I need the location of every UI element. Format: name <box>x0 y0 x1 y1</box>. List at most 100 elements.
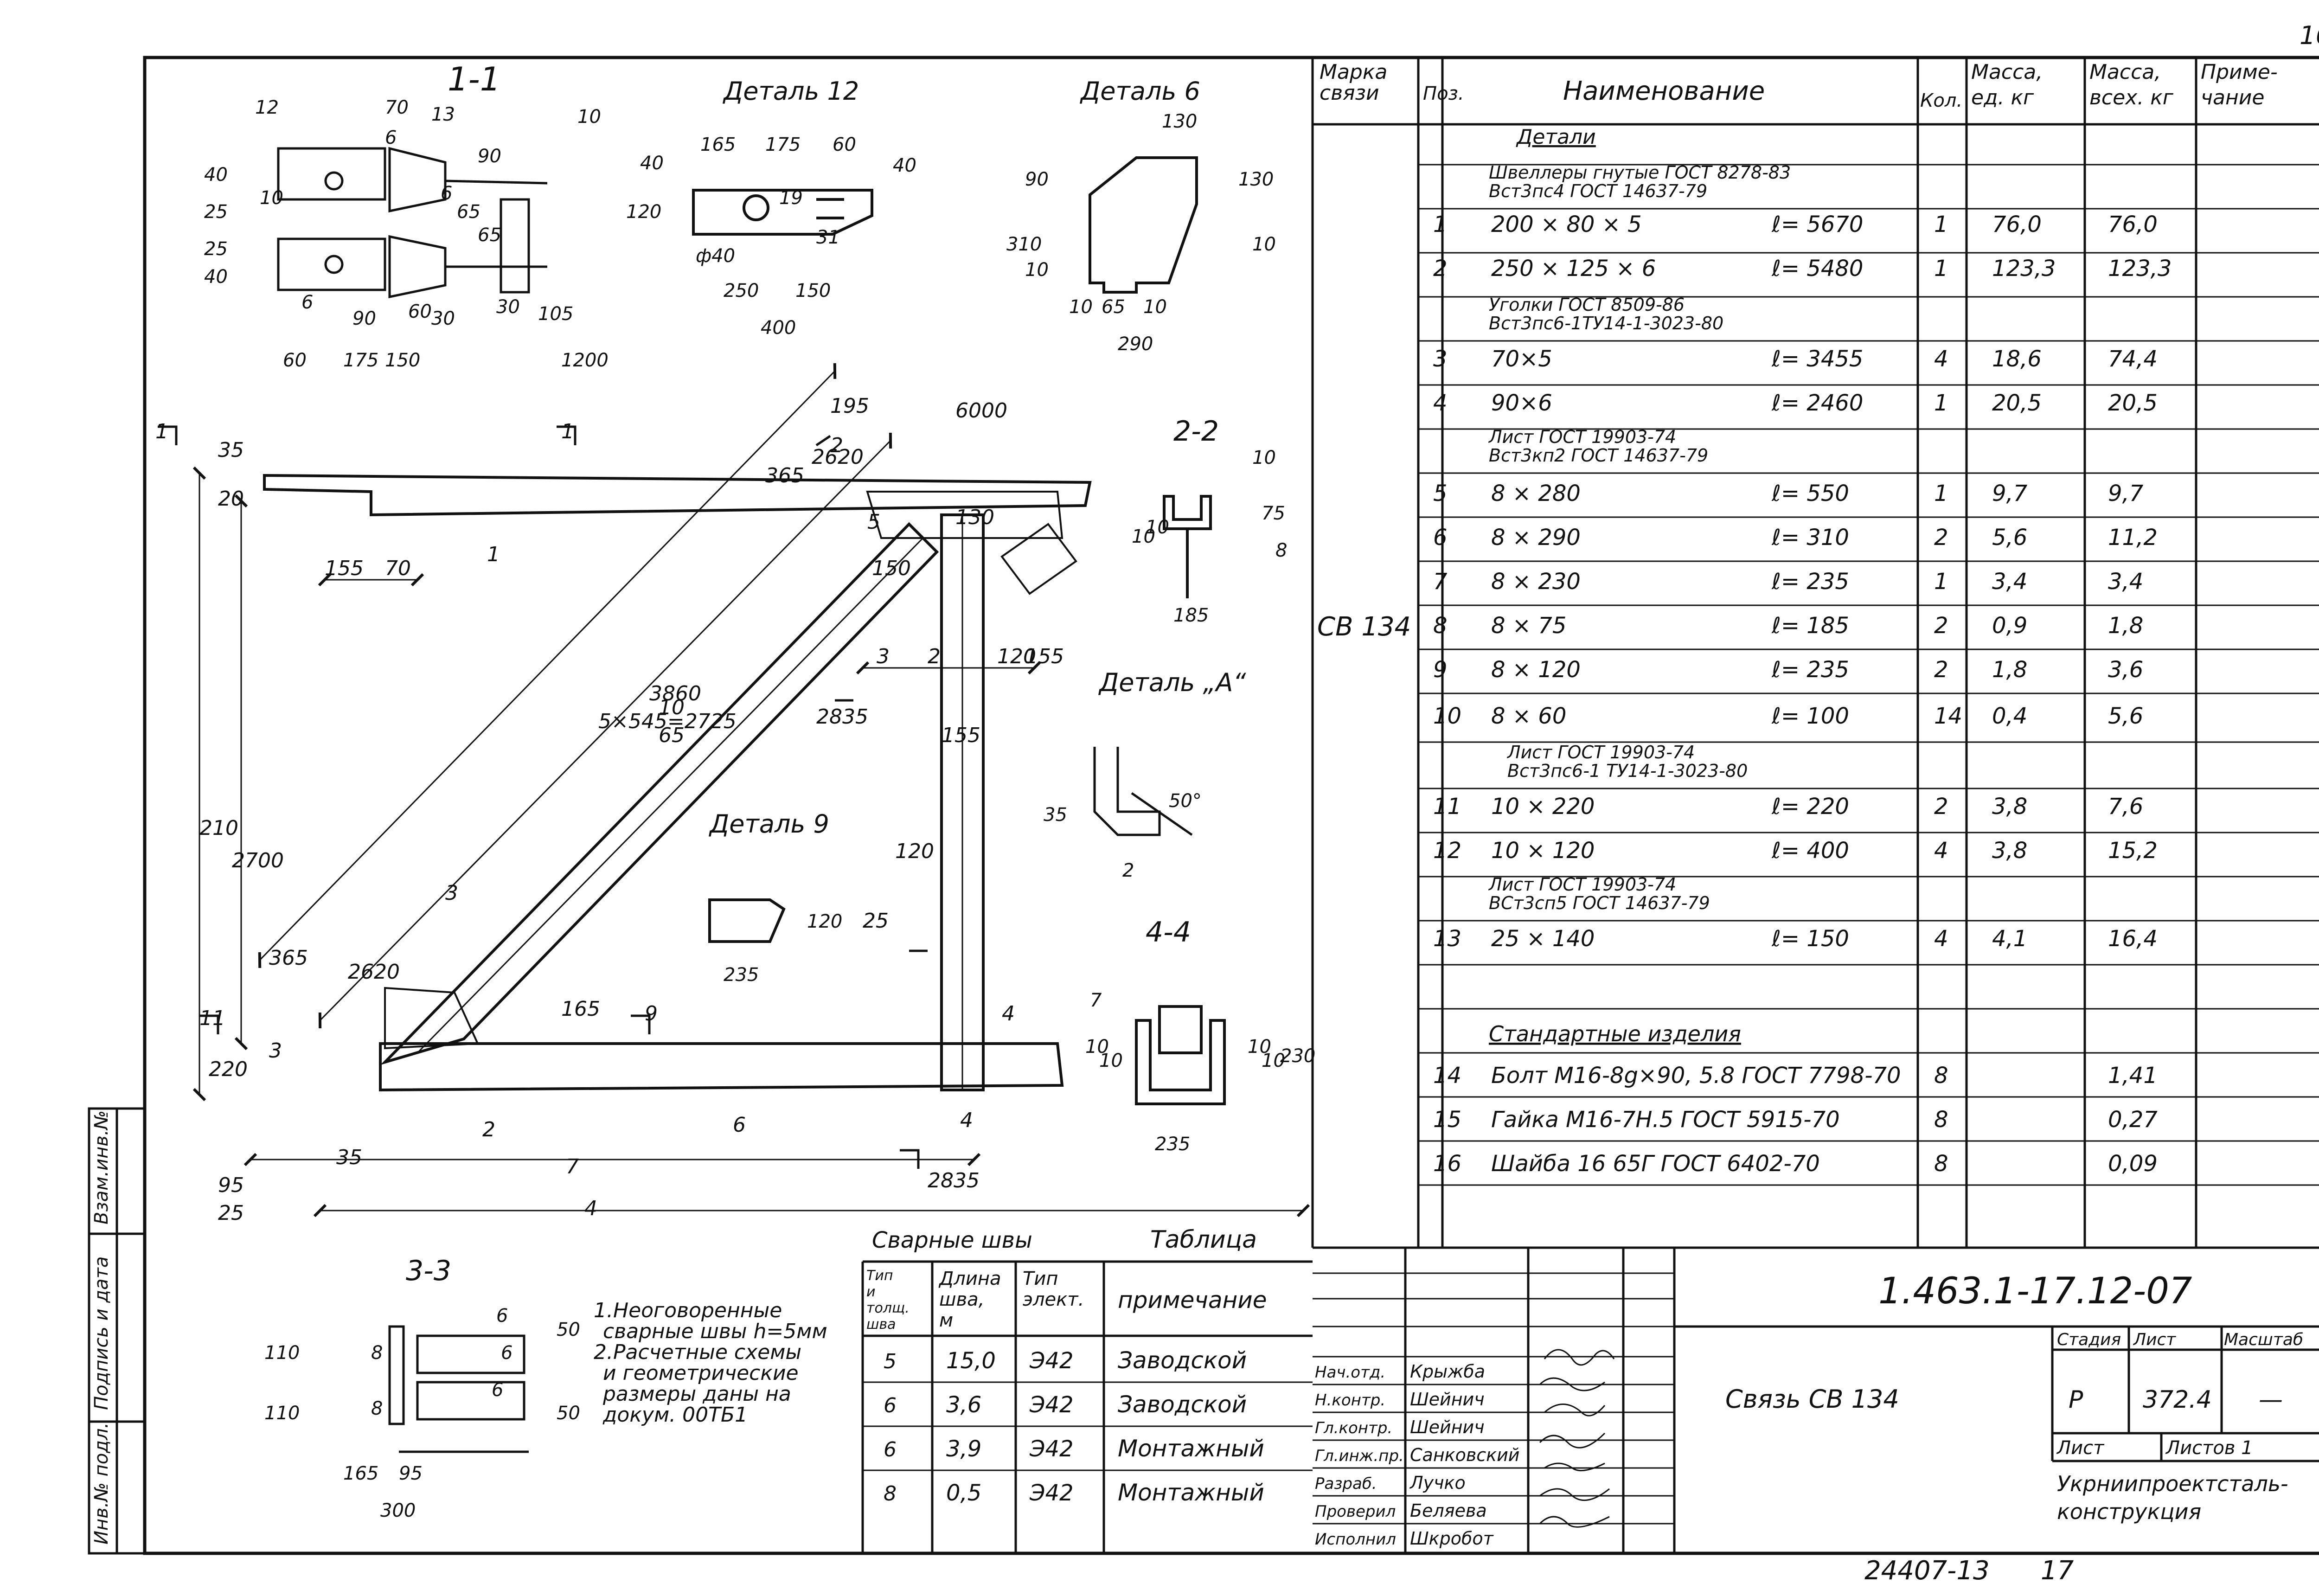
dim-label-3-3: 165 <box>343 1463 378 1484</box>
spec-row-name: 8 × 230 <box>1491 569 1581 595</box>
dim-label-3-3: 6 <box>492 1379 503 1401</box>
spec-row-mass-total: 1,8 <box>2108 613 2143 639</box>
signature-scribbles <box>1539 1349 1615 1528</box>
spec-row-length: ℓ= 400 <box>1771 838 1849 864</box>
note-line-3: 2.Расчетные схемы <box>594 1340 801 1364</box>
role-title: Нач.отд. <box>1315 1363 1385 1382</box>
dim-label-detail-6: 10 <box>1252 234 1276 255</box>
dim-label-2-2: 8 <box>1275 540 1287 561</box>
dim-label-detail-12: ф40 <box>696 245 735 267</box>
spec-row-pos: 6 <box>1433 525 1448 551</box>
spec-row-mass-total: 123,3 <box>2108 256 2172 282</box>
hdr-qty: Кол. <box>1920 90 1962 111</box>
spec-row-mass-unit: 0,4 <box>1992 703 2027 729</box>
spec-row-pos: 3 <box>1433 346 1448 372</box>
dim-label-main: 120 <box>895 840 934 863</box>
view-title-1-1: 1-1 <box>448 60 500 98</box>
spec-row-length: ℓ= 310 <box>1771 525 1849 551</box>
notes: 1.Неоговоренные сварные швы h=5мм 2.Расч… <box>594 1299 827 1427</box>
spec-row-length: ℓ= 550 <box>1771 481 1849 506</box>
hdr-mark: Марка <box>1320 60 1387 84</box>
dim-label-1-1: 40 <box>204 164 228 186</box>
dim-label-main: 4 <box>1002 1002 1015 1026</box>
view-title-detail-6: Деталь 6 <box>1080 77 1200 106</box>
dim-label-3-3: 110 <box>264 1403 300 1424</box>
weld-title-right: Таблица <box>1150 1226 1257 1254</box>
spec-row-pos: 16 <box>1433 1151 1461 1177</box>
dim-label-detail-12: 40 <box>640 153 664 174</box>
dim-label-detail-12: 250 <box>724 280 759 301</box>
note-line-4: и геометрические <box>603 1361 799 1385</box>
dim-label-1-1: 90 <box>478 146 501 167</box>
dim-label-main: 6 <box>733 1113 746 1137</box>
spec-row-qty: 2 <box>1934 525 1948 551</box>
dim-label-main: 3 <box>269 1039 282 1063</box>
sheet-frame <box>143 56 2319 1555</box>
spec-row-name: 90×6 <box>1491 390 1552 416</box>
spec-row-mass-total: 5,6 <box>2108 703 2143 729</box>
spec-row-mass-unit: 4,1 <box>1992 926 2027 952</box>
dim-label-main: 210 <box>199 816 238 840</box>
dim-label-main: 3860 <box>649 682 701 705</box>
dim-label-2-2: 185 <box>1173 605 1209 626</box>
weld-hdr-electrode-2: элект. <box>1023 1289 1084 1310</box>
dim-label-1-1: 10 <box>577 106 601 128</box>
spec-row-mass-total: 9,7 <box>2108 481 2144 506</box>
spec-row-qty: 1 <box>1934 569 1948 595</box>
group-standard-heading: Стандартные изделия <box>1489 1021 1741 1046</box>
spec-row-length: ℓ= 5670 <box>1771 212 1863 237</box>
section-3-3-geometry <box>388 1325 529 1453</box>
spec-row-name: Шайба 16 65Г ГОСТ 6402-70 <box>1491 1151 1820 1177</box>
dim-label-4-4: 10 <box>1248 1036 1271 1058</box>
dim-label-1-1: 90 <box>352 308 376 329</box>
weld-hdr-length: Длина <box>938 1268 1001 1289</box>
group-gost-1: Швеллеры гнутые ГОСТ 8278-83 <box>1489 162 1791 183</box>
dim-label-detail-12: 19 <box>779 187 803 209</box>
role-name: Санковский <box>1410 1445 1520 1465</box>
role-name: Крыжба <box>1410 1361 1485 1382</box>
dim-label-1-1: 65 <box>457 201 480 223</box>
weld-hdr-length-3: м <box>939 1310 953 1331</box>
group-details-heading: Детали <box>1516 125 1596 149</box>
role-name: Шкробот <box>1410 1528 1494 1549</box>
group-steel-4: Вст3пс6-1 ТУ14-1-3023-80 <box>1507 761 1748 781</box>
dim-label-1-1: 105 <box>538 303 573 325</box>
weld-hdr-type-2: и <box>866 1284 876 1300</box>
dim-label-main: 3 <box>877 645 890 668</box>
spec-row-name: Гайка М16-7Н.5 ГОСТ 5915-70 <box>1491 1107 1840 1133</box>
dim-label-detail-12: 175 <box>765 134 801 155</box>
dim-label-detail-12: 400 <box>761 317 796 339</box>
dim-label-detail-6: 310 <box>1006 234 1042 255</box>
dim-label-main: 165 <box>561 997 600 1021</box>
spec-row-name: 10 × 220 <box>1491 794 1595 820</box>
detail-9-geometry <box>708 898 786 943</box>
dim-label-1-1: 25 <box>204 201 228 223</box>
weld-row-note: Монтажный <box>1118 1435 1264 1462</box>
dim-label-main: 2620 <box>812 445 864 469</box>
group-steel-1: Вст3пс4 ГОСТ 14637-79 <box>1489 181 1707 201</box>
spec-row-length: ℓ= 100 <box>1771 703 1849 729</box>
dim-label-main: 150 <box>872 557 911 580</box>
hdr-pos: Поз. <box>1423 83 1464 104</box>
detail-6-geometry <box>1089 156 1198 294</box>
scale-label: Масштаб <box>2224 1330 2303 1349</box>
dim-label-main: 4 <box>960 1109 973 1132</box>
spec-row-qty: 14 <box>1934 703 1962 729</box>
spec-row-qty: 1 <box>1934 390 1948 416</box>
group-steel-5: ВСт3сп5 ГОСТ 14637-79 <box>1489 893 1710 913</box>
spec-row-pos: 7 <box>1433 569 1448 595</box>
dim-label-1-1: 10 <box>260 187 283 209</box>
dim-label-1-1: 40 <box>204 266 228 288</box>
weld-row-length: 3,6 <box>946 1392 981 1418</box>
dim-label-main: 20 <box>218 487 244 511</box>
spec-row-length: ℓ= 150 <box>1771 926 1849 952</box>
dim-label-main: 70 <box>385 557 411 580</box>
dim-label-2-2: 75 <box>1262 503 1285 524</box>
dim-label-detail-6: 10 <box>1069 296 1093 318</box>
weld-hdr-electrode: Тип <box>1023 1268 1058 1289</box>
spec-row-mass-unit: 5,6 <box>1992 525 2027 551</box>
spec-row-pos: 1 <box>1433 212 1448 237</box>
dim-label-1-1: 70 <box>385 97 409 118</box>
weld-hdr-type-4: шва <box>866 1316 896 1333</box>
